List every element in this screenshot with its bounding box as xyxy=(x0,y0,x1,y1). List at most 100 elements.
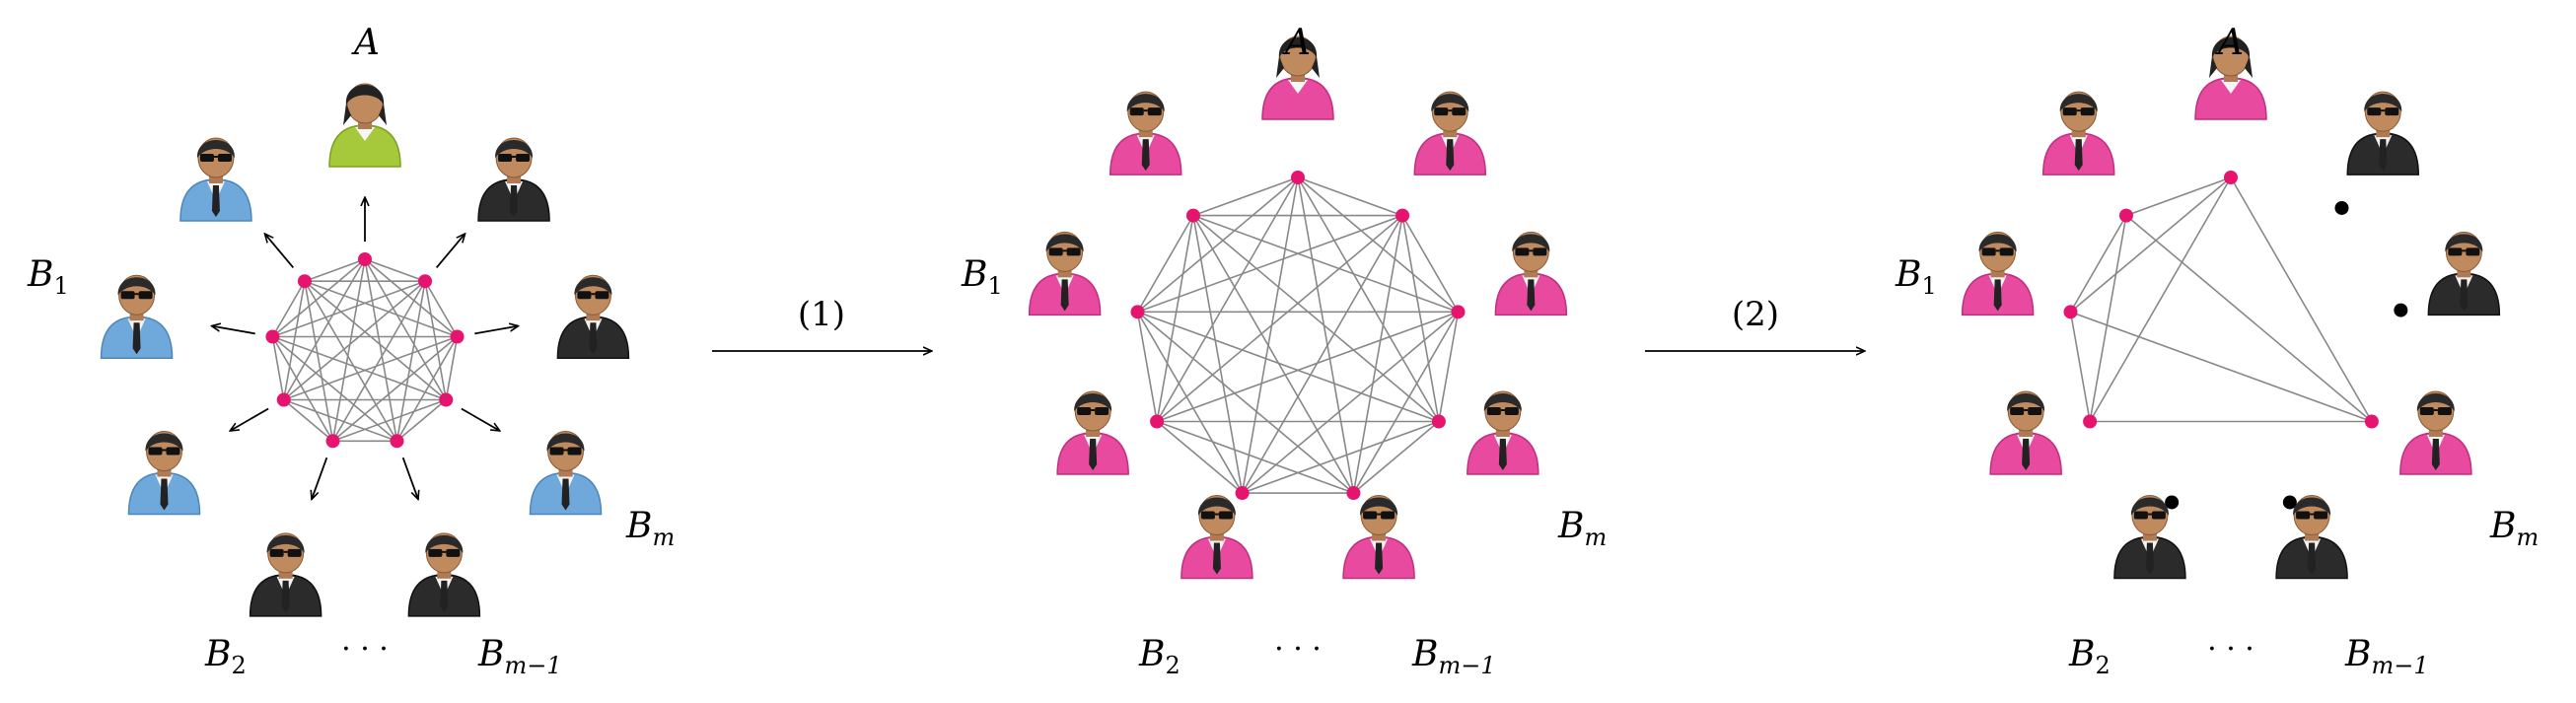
edge xyxy=(364,258,398,442)
edge xyxy=(304,258,366,282)
panel-after-step-2: A B1 B2 · · · Bm−1 Bm xyxy=(1895,23,2539,679)
participant-pink xyxy=(1467,390,1539,475)
complete-graph-edges xyxy=(271,258,459,443)
edge xyxy=(272,335,447,401)
label-A: A xyxy=(1282,23,1311,63)
edge xyxy=(1242,420,1440,494)
edge xyxy=(1156,420,1244,494)
node xyxy=(1235,486,1250,501)
panel-initial: A B1 B2 · · · Bm−1 Bm xyxy=(27,23,675,679)
edge xyxy=(2089,215,2127,422)
participant-blue xyxy=(179,137,252,222)
edge xyxy=(331,280,426,442)
broadcast-arrows xyxy=(212,198,517,499)
step-arrow-2: (2) xyxy=(1645,295,1864,351)
node xyxy=(1185,208,1200,223)
node xyxy=(1130,305,1145,319)
edge xyxy=(445,336,459,400)
participant-pink xyxy=(1028,231,1102,316)
node xyxy=(439,392,454,407)
participant-pink xyxy=(2399,390,2472,475)
participant-blue xyxy=(100,274,174,359)
edge xyxy=(1297,176,1460,313)
edge xyxy=(331,335,459,442)
edge xyxy=(1241,176,1299,494)
edge xyxy=(2230,176,2373,422)
step-label-1: (1) xyxy=(798,295,845,334)
label-B1: B1 xyxy=(961,254,1003,300)
node xyxy=(276,392,291,407)
edge xyxy=(1297,176,1355,494)
label-Bm-minus-1: Bm−1 xyxy=(477,634,562,679)
label-B2: B2 xyxy=(1138,634,1181,679)
edge xyxy=(2069,215,2127,313)
ellipsis: · · · xyxy=(2207,632,2254,667)
subgraph-edges xyxy=(2069,176,2373,423)
edge xyxy=(1136,311,1354,494)
participants xyxy=(1028,35,1568,580)
edge xyxy=(1401,215,1460,313)
edge xyxy=(304,280,458,338)
label-Bm-minus-1: Bm−1 xyxy=(1411,634,1496,679)
edge xyxy=(1137,311,1440,423)
step-arrow-1: (1) xyxy=(712,295,931,351)
node xyxy=(1291,171,1305,184)
edge xyxy=(283,258,366,400)
node xyxy=(1346,486,1361,501)
label-A: A xyxy=(351,23,380,63)
edge xyxy=(304,280,398,442)
edge xyxy=(271,336,285,400)
participant-A-pink xyxy=(1261,35,1334,120)
graph-nodes xyxy=(265,252,465,449)
label-Bm: Bm xyxy=(1557,506,1607,551)
edge xyxy=(364,258,447,400)
message-arrow xyxy=(461,407,499,431)
participant-blue xyxy=(529,431,603,516)
edge xyxy=(1137,214,1403,314)
node xyxy=(450,329,465,344)
node xyxy=(2083,414,2098,429)
participant-black xyxy=(249,532,322,617)
participant-blue xyxy=(127,431,201,516)
edge xyxy=(1156,176,1299,422)
node xyxy=(2063,305,2078,319)
edge xyxy=(1156,311,1459,423)
edge xyxy=(1156,420,1354,494)
participant-pink xyxy=(1989,390,2062,475)
message-arrow xyxy=(401,457,418,498)
node xyxy=(297,274,312,289)
edge xyxy=(1352,420,1440,494)
participant-black xyxy=(2113,495,2186,580)
edge xyxy=(395,336,459,442)
complete-graph-edges xyxy=(1136,176,1460,494)
edge xyxy=(271,335,398,442)
edge xyxy=(331,258,366,442)
edge xyxy=(272,280,426,338)
label-Bm-minus-1: Bm−1 xyxy=(2344,634,2429,679)
edge xyxy=(1156,214,1403,423)
label-B2: B2 xyxy=(2068,634,2111,679)
participant-black xyxy=(556,274,630,359)
node xyxy=(1395,208,1410,223)
edge xyxy=(1297,176,1440,422)
participant-A-pink xyxy=(2194,35,2267,120)
edge xyxy=(424,280,459,337)
message-arrow xyxy=(231,407,269,431)
participant-pink xyxy=(1961,231,2035,316)
message-arrow xyxy=(265,235,295,269)
node xyxy=(1431,414,1446,429)
node xyxy=(325,434,340,449)
edge xyxy=(2125,214,2373,423)
label-B1: B1 xyxy=(27,254,69,300)
edge xyxy=(1401,215,1440,422)
participant-pink xyxy=(2041,91,2115,176)
edge xyxy=(1241,215,1403,494)
edge xyxy=(1297,176,1403,217)
removed-node xyxy=(2165,495,2180,510)
edge xyxy=(283,398,397,443)
label-Bm: Bm xyxy=(625,506,675,551)
removed-node xyxy=(2282,495,2297,510)
graph-nodes xyxy=(1130,171,1466,501)
edge xyxy=(283,398,334,442)
participant-pink xyxy=(1494,231,1568,316)
